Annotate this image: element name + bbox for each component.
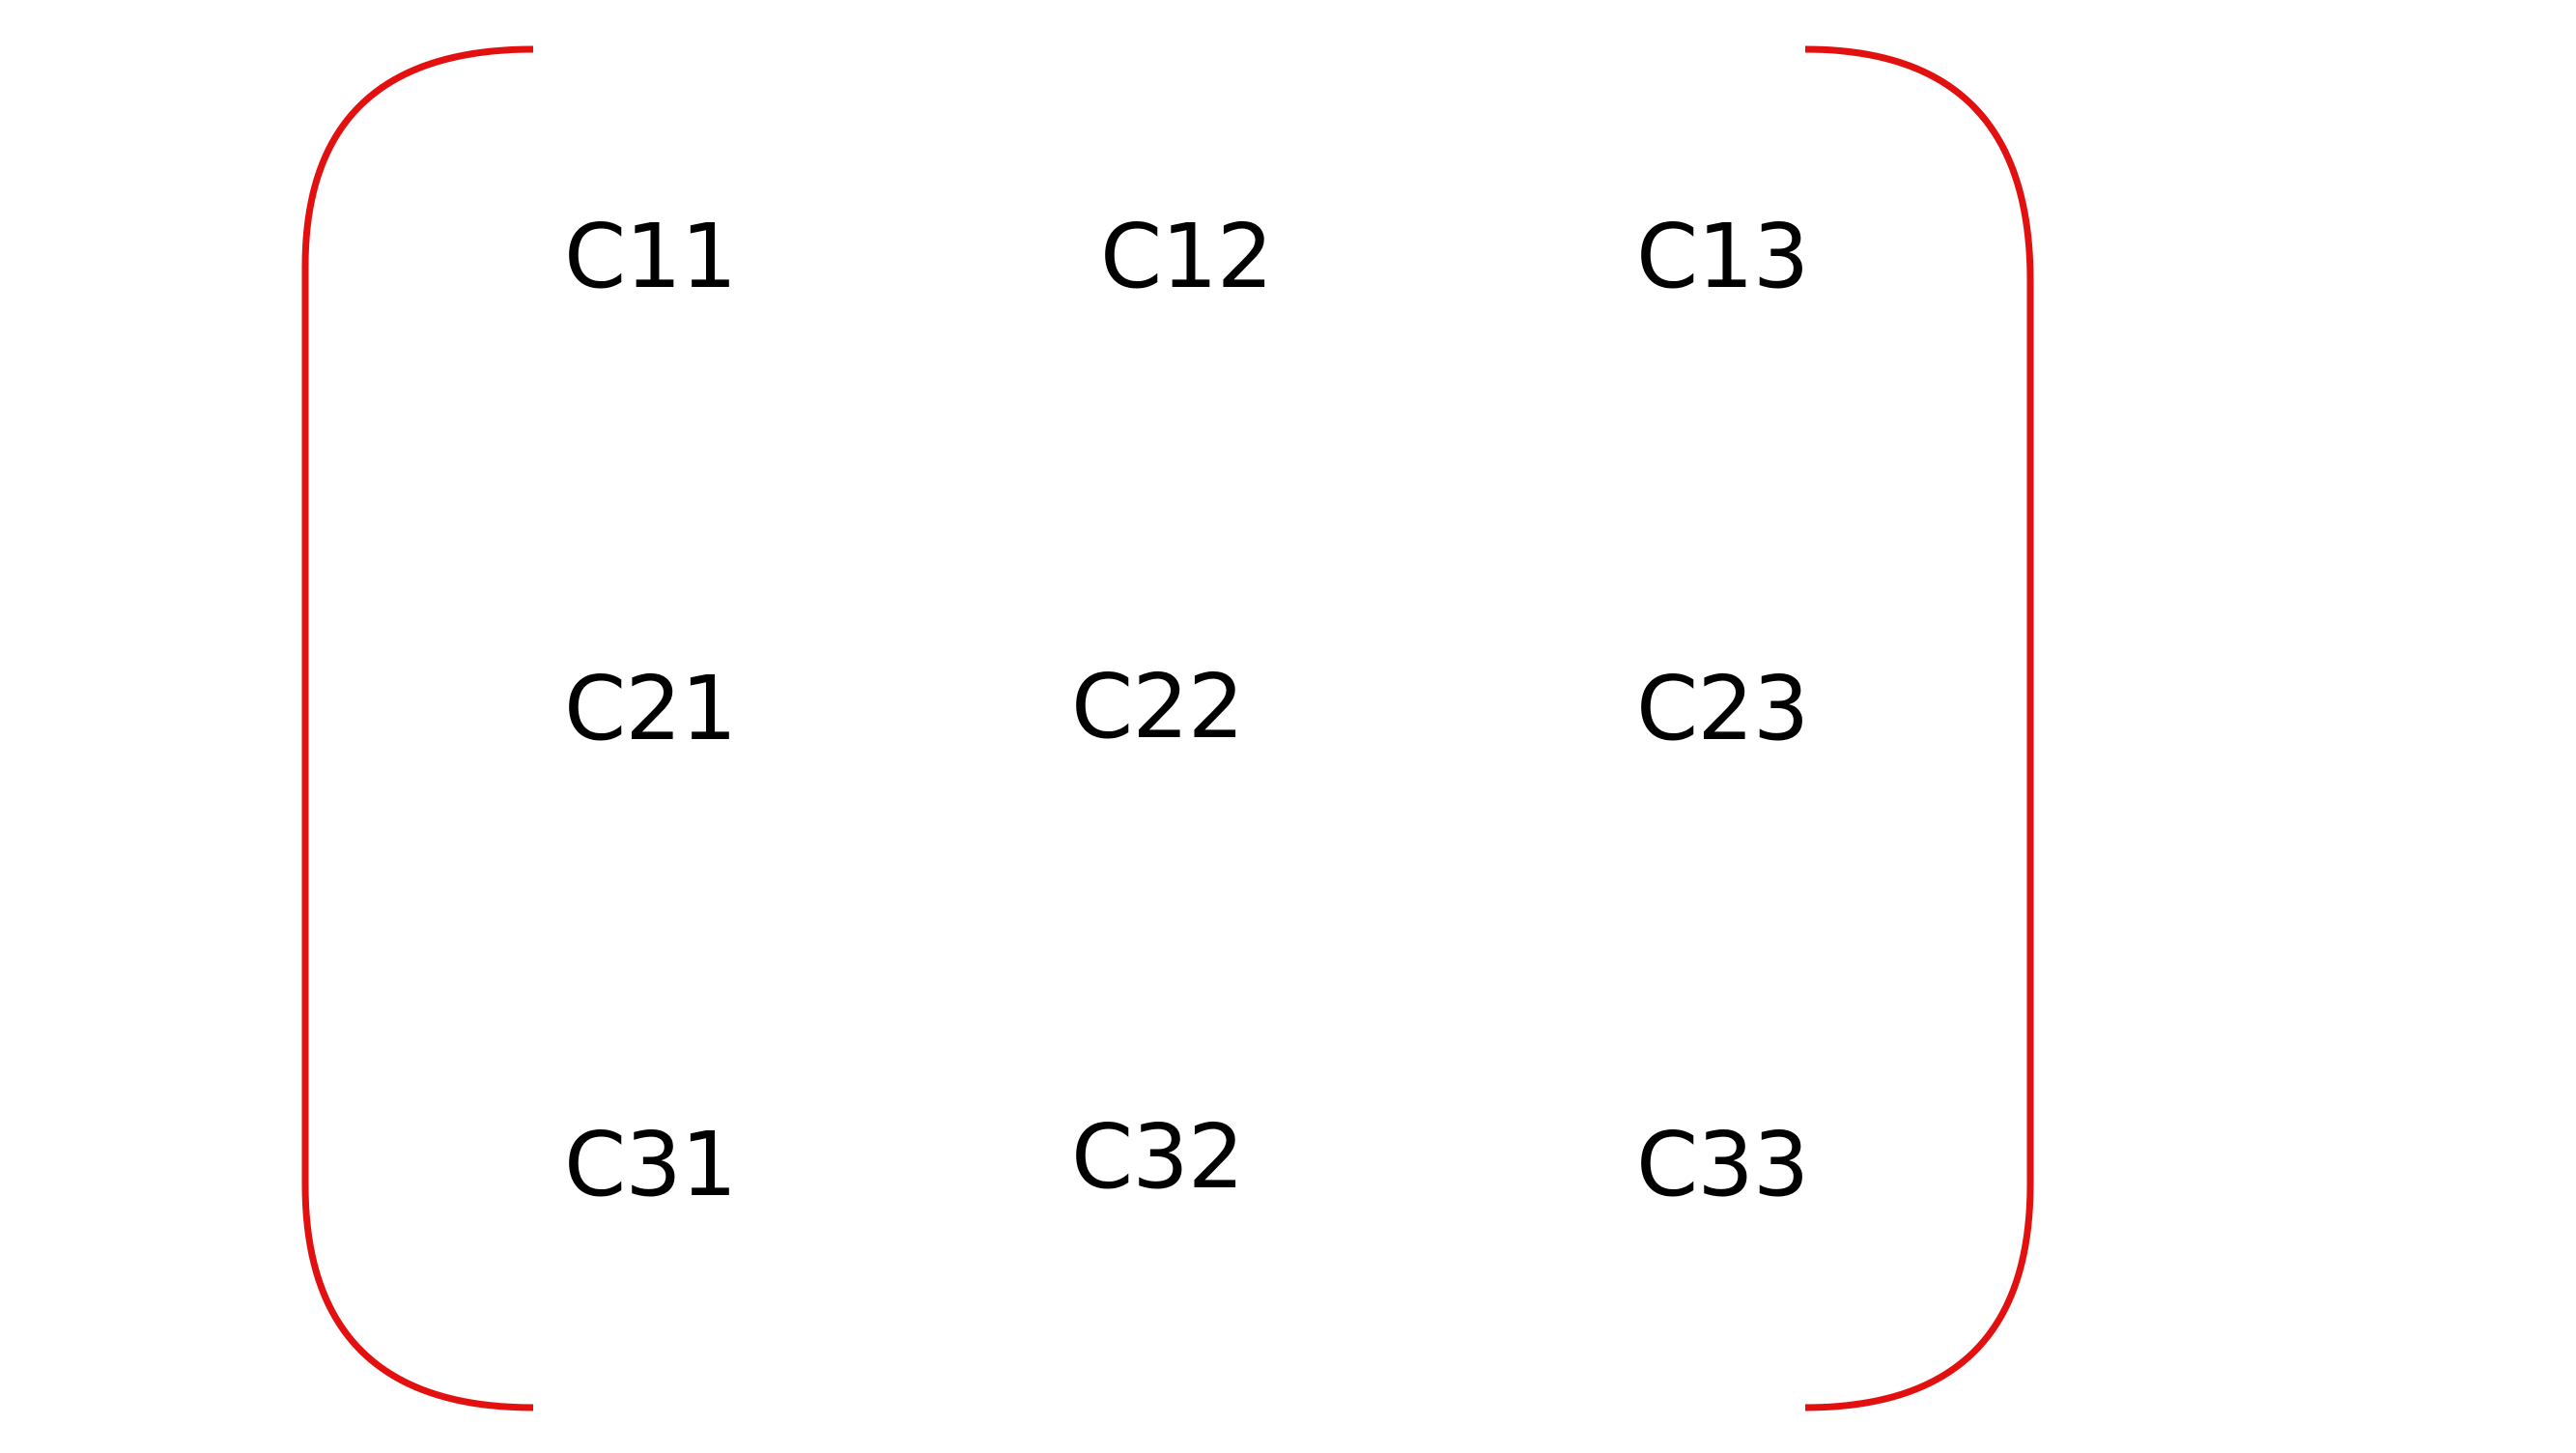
matrix-cell-c22: C22 <box>1071 655 1244 758</box>
right-bracket <box>1804 45 2034 1411</box>
matrix-cell-c13: C13 <box>1636 205 1809 308</box>
left-bracket <box>301 45 534 1411</box>
matrix-cell-c31: C31 <box>564 1113 737 1216</box>
matrix-cell-c32: C32 <box>1071 1105 1244 1209</box>
matrix-cell-c33: C33 <box>1636 1113 1809 1216</box>
matrix-cell-c11: C11 <box>564 205 737 308</box>
matrix-cell-c21: C21 <box>564 657 737 760</box>
matrix-cell-c23: C23 <box>1636 657 1809 760</box>
matrix-cell-c12: C12 <box>1100 205 1273 308</box>
